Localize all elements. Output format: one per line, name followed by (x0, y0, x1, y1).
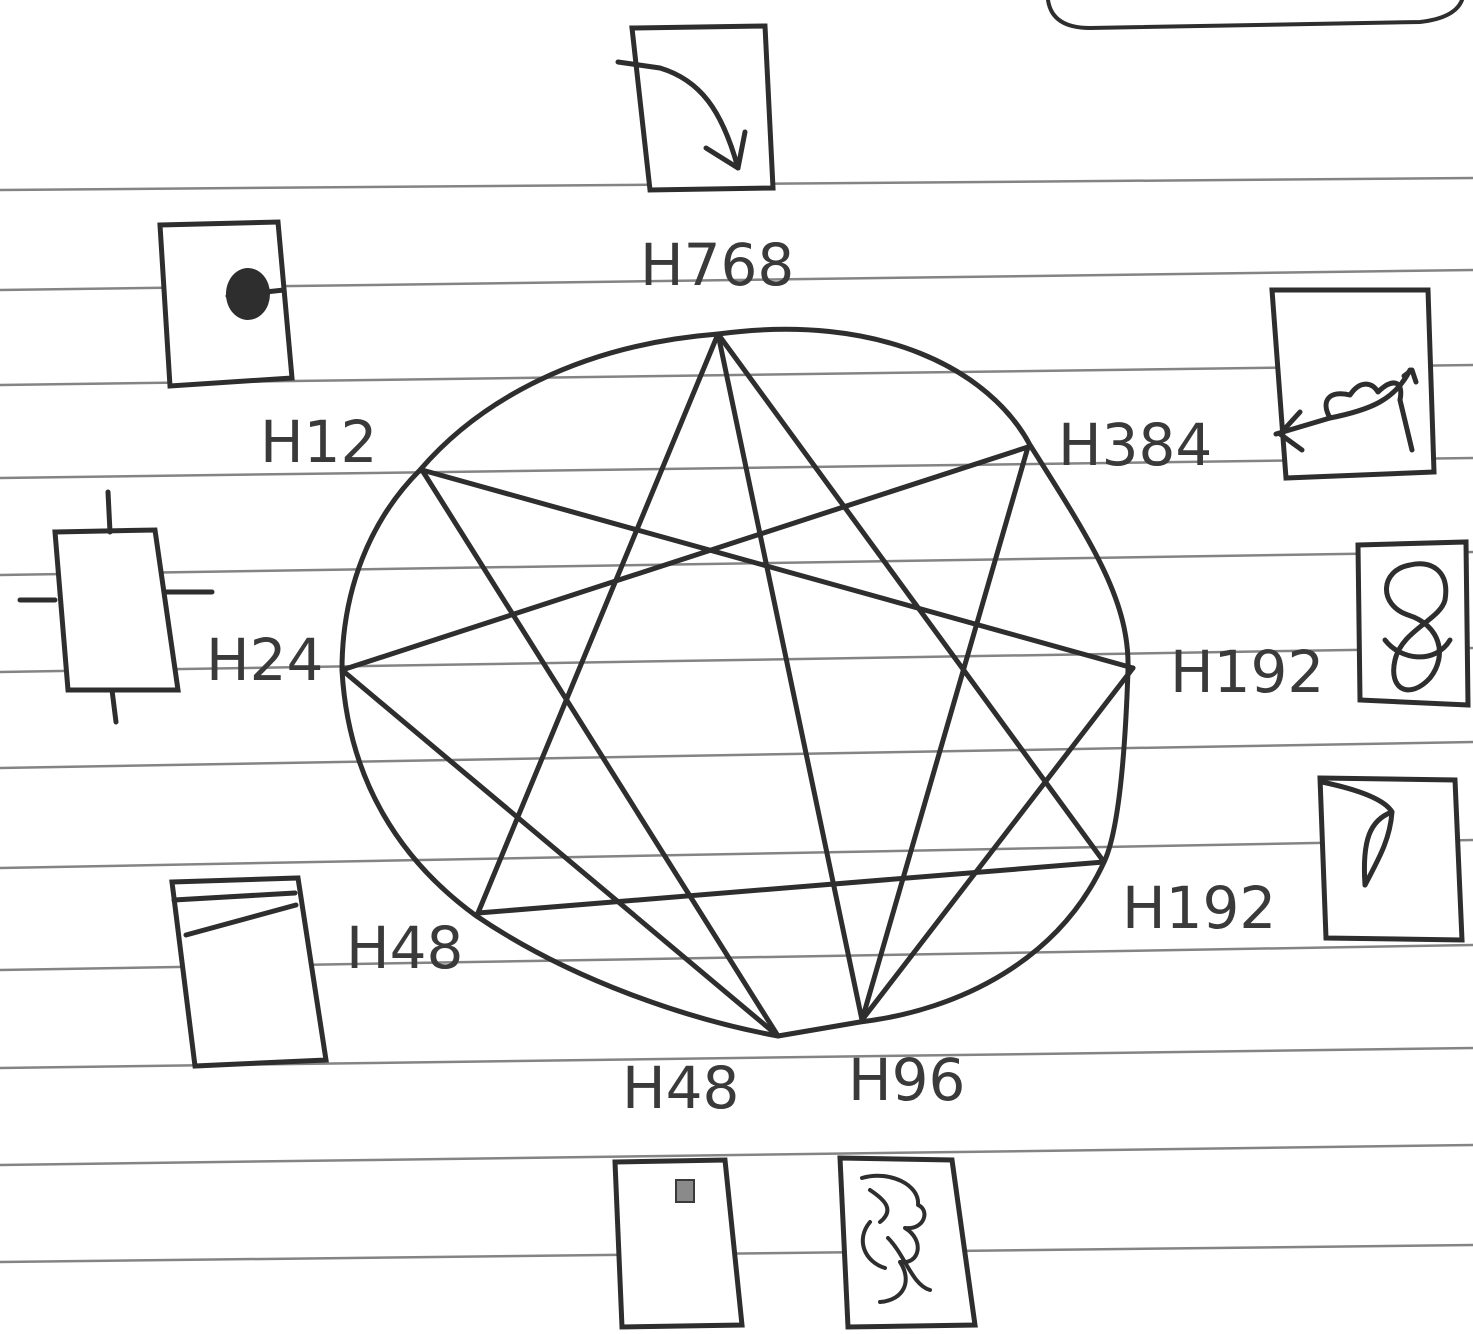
node-label-bottom-left: H48 (622, 1054, 739, 1122)
card-upper-left (160, 222, 292, 386)
card-upper-right (1272, 290, 1434, 478)
card-lower-left (172, 878, 326, 1066)
edge-top-to-bottom-right (718, 334, 862, 1020)
node-label-lower-left: H48 (346, 914, 463, 982)
node-label-left: H24 (206, 626, 323, 694)
card-bottom-left (615, 1160, 742, 1327)
card-left (20, 492, 212, 722)
card-bottom-right (840, 1158, 975, 1327)
node-label-right: H192 (1170, 638, 1324, 706)
node-label-upper-left: H12 (260, 408, 377, 476)
node-labels: H768 H384 H192 H192 H96 H48 H48 H24 H12 (206, 231, 1324, 1122)
edge-upper-right-to-left (342, 447, 1028, 670)
card-right (1358, 542, 1468, 705)
card-lower-right (1320, 778, 1462, 940)
node-label-bottom-right: H96 (848, 1046, 965, 1114)
edge-lower-left-to-lower-right (478, 862, 1104, 913)
node-label-lower-right: H192 (1122, 874, 1276, 942)
edge-top-to-lower-left (478, 334, 718, 913)
node-label-upper-right: H384 (1058, 411, 1212, 479)
node-label-top: H768 (640, 231, 794, 299)
small-mark-icon (676, 1180, 694, 1202)
partial-box-outline (1048, 0, 1462, 28)
card-top (618, 26, 773, 190)
edge-upper-right-to-bottom-right (862, 447, 1028, 1020)
